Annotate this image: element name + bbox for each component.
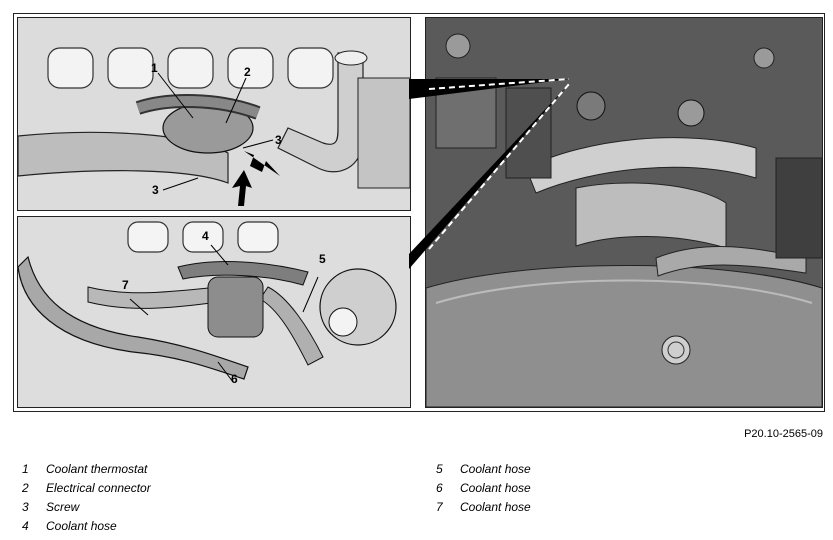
legend-label: Screw <box>46 500 80 514</box>
coolant-hoses-illustration <box>18 217 410 407</box>
pointer-lines <box>409 78 570 269</box>
thermostat-illustration <box>18 18 410 210</box>
callout-3: 3 <box>275 133 282 147</box>
legend-number: 2 <box>22 481 29 495</box>
legend-number: 4 <box>22 519 29 533</box>
callout-3: 3 <box>152 183 159 197</box>
legend-number: 5 <box>436 462 443 476</box>
callout-1: 1 <box>151 61 158 75</box>
legend-item: 7 Coolant hose <box>436 500 531 519</box>
legend-number: 6 <box>436 481 443 495</box>
legend-item: 3 Screw <box>22 500 151 519</box>
callout-5: 5 <box>319 252 326 266</box>
figure-reference-code: P20.10-2565-09 <box>744 428 823 440</box>
legend-left-column: 1 Coolant thermostat 2 Electrical connec… <box>22 462 151 538</box>
callout-6: 6 <box>231 372 238 386</box>
callout-4: 4 <box>202 229 209 243</box>
figure-frame: 1 2 3 3 <box>13 13 825 412</box>
legend-label: Coolant hose <box>460 462 531 476</box>
callout-7: 7 <box>122 278 129 292</box>
detail-panel-thermostat: 1 2 3 3 <box>17 17 411 211</box>
legend-number: 7 <box>436 500 443 514</box>
legend-item: 2 Electrical connector <box>22 481 151 500</box>
legend-item: 1 Coolant thermostat <box>22 462 151 481</box>
legend-label: Electrical connector <box>46 481 151 495</box>
callout-2: 2 <box>244 65 251 79</box>
legend-right-column: 5 Coolant hose 6 Coolant hose 7 Coolant … <box>436 462 531 519</box>
legend-item: 6 Coolant hose <box>436 481 531 500</box>
legend-label: Coolant hose <box>460 481 531 495</box>
legend-label: Coolant thermostat <box>46 462 148 476</box>
legend-item: 5 Coolant hose <box>436 462 531 481</box>
detail-panel-hoses: 4 5 6 7 <box>17 216 411 408</box>
legend-label: Coolant hose <box>460 500 531 514</box>
legend-item: 4 Coolant hose <box>22 519 151 538</box>
legend-label: Coolant hose <box>46 519 117 533</box>
legend-number: 1 <box>22 462 29 476</box>
legend-number: 3 <box>22 500 29 514</box>
